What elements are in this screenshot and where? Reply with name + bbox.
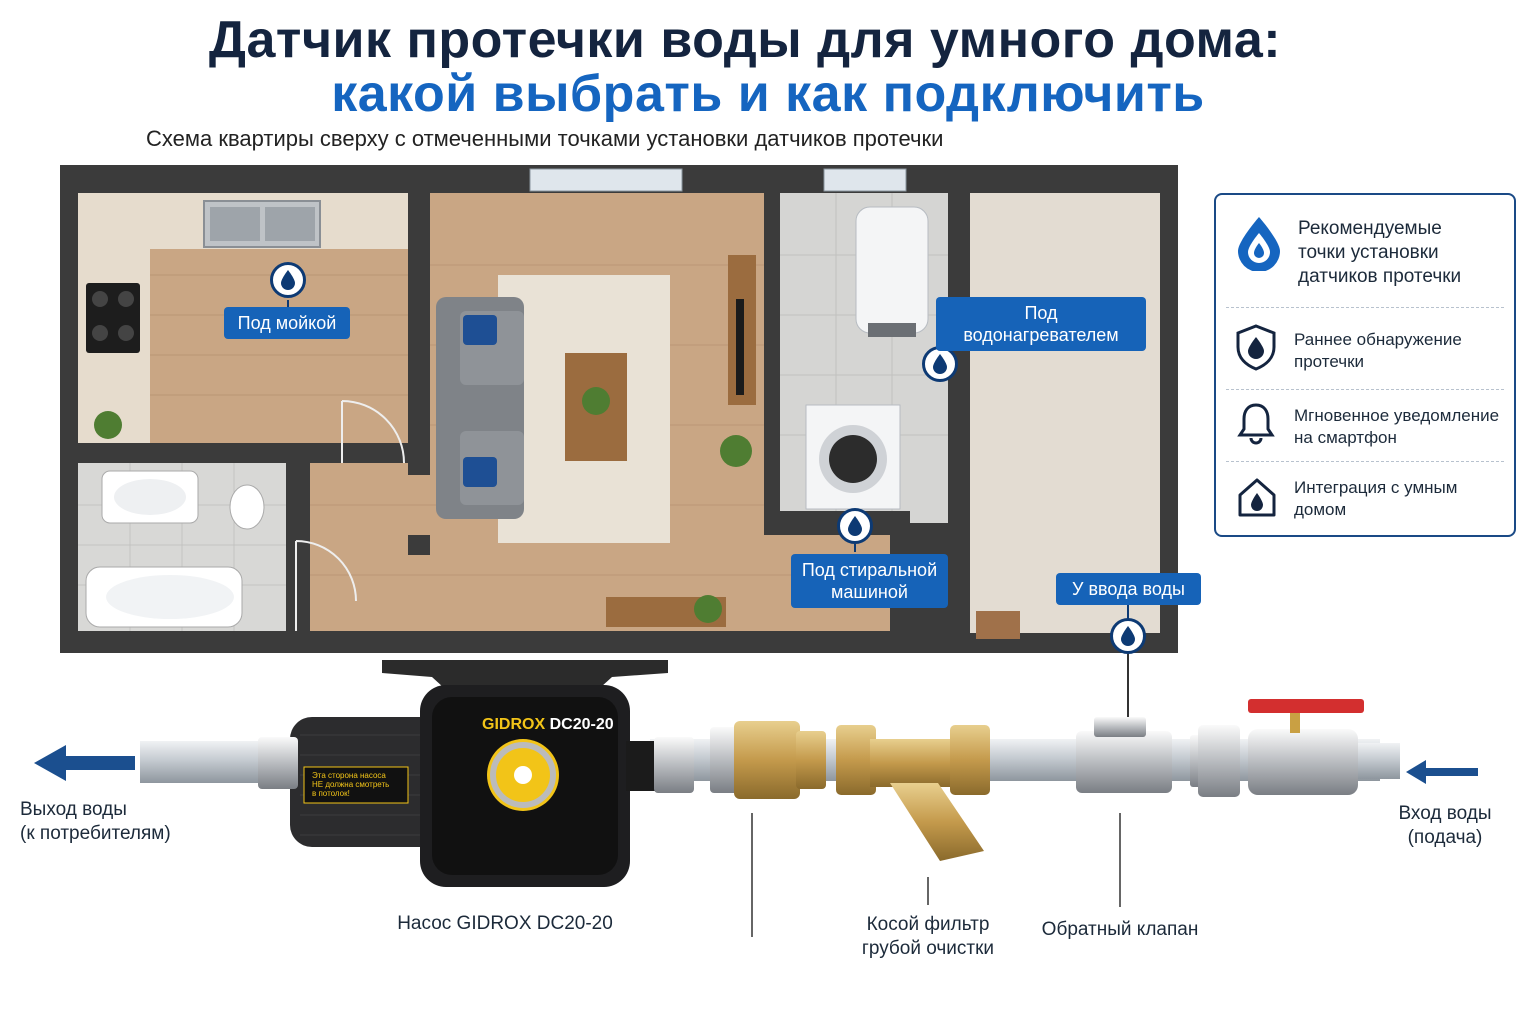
- callout-washer: Под стиральной машиной: [791, 554, 948, 608]
- divider: [1226, 461, 1504, 462]
- outlet-label: Выход воды (к потребителям): [20, 798, 171, 846]
- shield-icon: [1236, 324, 1276, 371]
- inlet-pin-stem: [1127, 604, 1129, 620]
- feature-early-detection: Раннее обнаружение протечки: [1294, 329, 1462, 373]
- water-drop-icon: [1238, 217, 1280, 271]
- panel-heading-line3: датчиков протечки: [1298, 266, 1462, 287]
- warning-line1: Эта сторона насоса: [312, 771, 386, 780]
- pump-inlet-fitting: [258, 737, 298, 789]
- toilet-icon: [229, 484, 265, 530]
- feature-line2: протечки: [1294, 352, 1365, 371]
- check-valve-label: Обратный клапан: [1041, 919, 1199, 940]
- filter-label-line2: грубой очистки: [861, 938, 995, 959]
- check-valve-body: [1076, 731, 1172, 793]
- feature-line1: Раннее обнаружение: [1294, 330, 1462, 349]
- bell-icon: [1237, 403, 1275, 445]
- feature-line2: домом: [1294, 500, 1347, 519]
- outlet-label-line1: Выход воды: [20, 799, 127, 820]
- inlet-leader-line: [1127, 652, 1129, 722]
- pump-brand-text: GIDROX DC20-20: [482, 716, 614, 734]
- window: [823, 168, 907, 192]
- inlet-sensor-pin: [1110, 618, 1146, 654]
- water-heater-icon: [855, 206, 929, 334]
- pipeline-diagram: [34, 660, 1478, 937]
- feature-instant-notification: Мгновенное уведомление на смартфон: [1294, 405, 1499, 449]
- union-fitting: [734, 721, 800, 799]
- pump-warning-text: Эта сторона насоса НЕ должна смотреть в …: [312, 771, 406, 798]
- warning-line2: НЕ должна смотреть: [312, 780, 390, 789]
- ball-valve-body: [1248, 729, 1358, 795]
- page-title: Датчик протечки воды для умного дома:: [208, 11, 1282, 69]
- filter-label-line1: Косой фильтр: [866, 914, 990, 935]
- warning-line3: в потолок!: [312, 789, 350, 798]
- y-filter-body: [836, 725, 876, 795]
- pump-label: Насос GIDROX DC20-20: [397, 913, 613, 934]
- info-panel: Рекомендуемые точки установки датчиков п…: [1214, 193, 1516, 537]
- divider: [1226, 307, 1504, 308]
- callout-sink: Под мойкой: [224, 307, 350, 339]
- feature-smart-home-integration: Интеграция с умным домом: [1294, 477, 1457, 521]
- union-fitting: [710, 727, 740, 793]
- feature-line2: на смартфон: [1294, 428, 1397, 447]
- page-subtitle: Схема квартиры сверху с отмеченными точк…: [146, 126, 944, 151]
- pump-model: DC20-20: [549, 716, 614, 733]
- callout-washer-line2: машиной: [831, 582, 908, 602]
- outlet-arrow: [34, 745, 135, 781]
- entry-corridor: [970, 193, 1160, 633]
- plant-icon: [94, 411, 122, 439]
- water-drop-icon: [1121, 626, 1135, 646]
- washer-sensor-pin: [837, 508, 873, 544]
- heater-sensor-pin: [922, 346, 958, 382]
- sink-pin-stem: [287, 300, 289, 308]
- inlet-label-line2: (подача): [1407, 827, 1483, 848]
- feature-line1: Интеграция с умным: [1294, 478, 1458, 497]
- valve-handle[interactable]: [1248, 699, 1364, 713]
- cooktop-icon: [86, 283, 140, 353]
- feature-line1: Мгновенное уведомление: [1294, 406, 1500, 425]
- water-drop-icon: [933, 354, 947, 374]
- window: [529, 168, 683, 192]
- panel-heading-line1: Рекомендуемые: [1298, 218, 1442, 239]
- inlet-label-line1: Вход воды: [1398, 803, 1492, 824]
- smart-home-icon: [1238, 478, 1276, 517]
- inlet-arrow: [1406, 760, 1478, 784]
- union-fitting: [1198, 725, 1240, 797]
- panel-heading-line2: точки установки: [1298, 242, 1439, 263]
- water-drop-icon: [848, 516, 862, 536]
- washer-pin-stem: [854, 544, 856, 552]
- page-title-accent: какой выбрать и как подключить: [331, 65, 1205, 123]
- panel-heading: Рекомендуемые точки установки датчиков п…: [1298, 217, 1461, 289]
- callout-inlet: У ввода воды: [1056, 573, 1201, 605]
- sink-sensor-pin: [270, 262, 306, 298]
- callout-heater: Под водонагревателем: [936, 297, 1146, 351]
- water-drop-icon: [281, 270, 295, 290]
- warning-sticker: [303, 766, 409, 804]
- callout-washer-line1: Под стиральной: [801, 560, 938, 580]
- outlet-label-line2: (к потребителям): [20, 823, 171, 844]
- divider: [1226, 389, 1504, 390]
- filter-label: Косой фильтр грубой очистки: [840, 913, 1016, 961]
- pump-brand: GIDROX: [482, 716, 546, 733]
- floor-plan: [60, 165, 1178, 653]
- inlet-label: Вход воды (подача): [1382, 802, 1508, 850]
- pipe-right: [1350, 743, 1400, 779]
